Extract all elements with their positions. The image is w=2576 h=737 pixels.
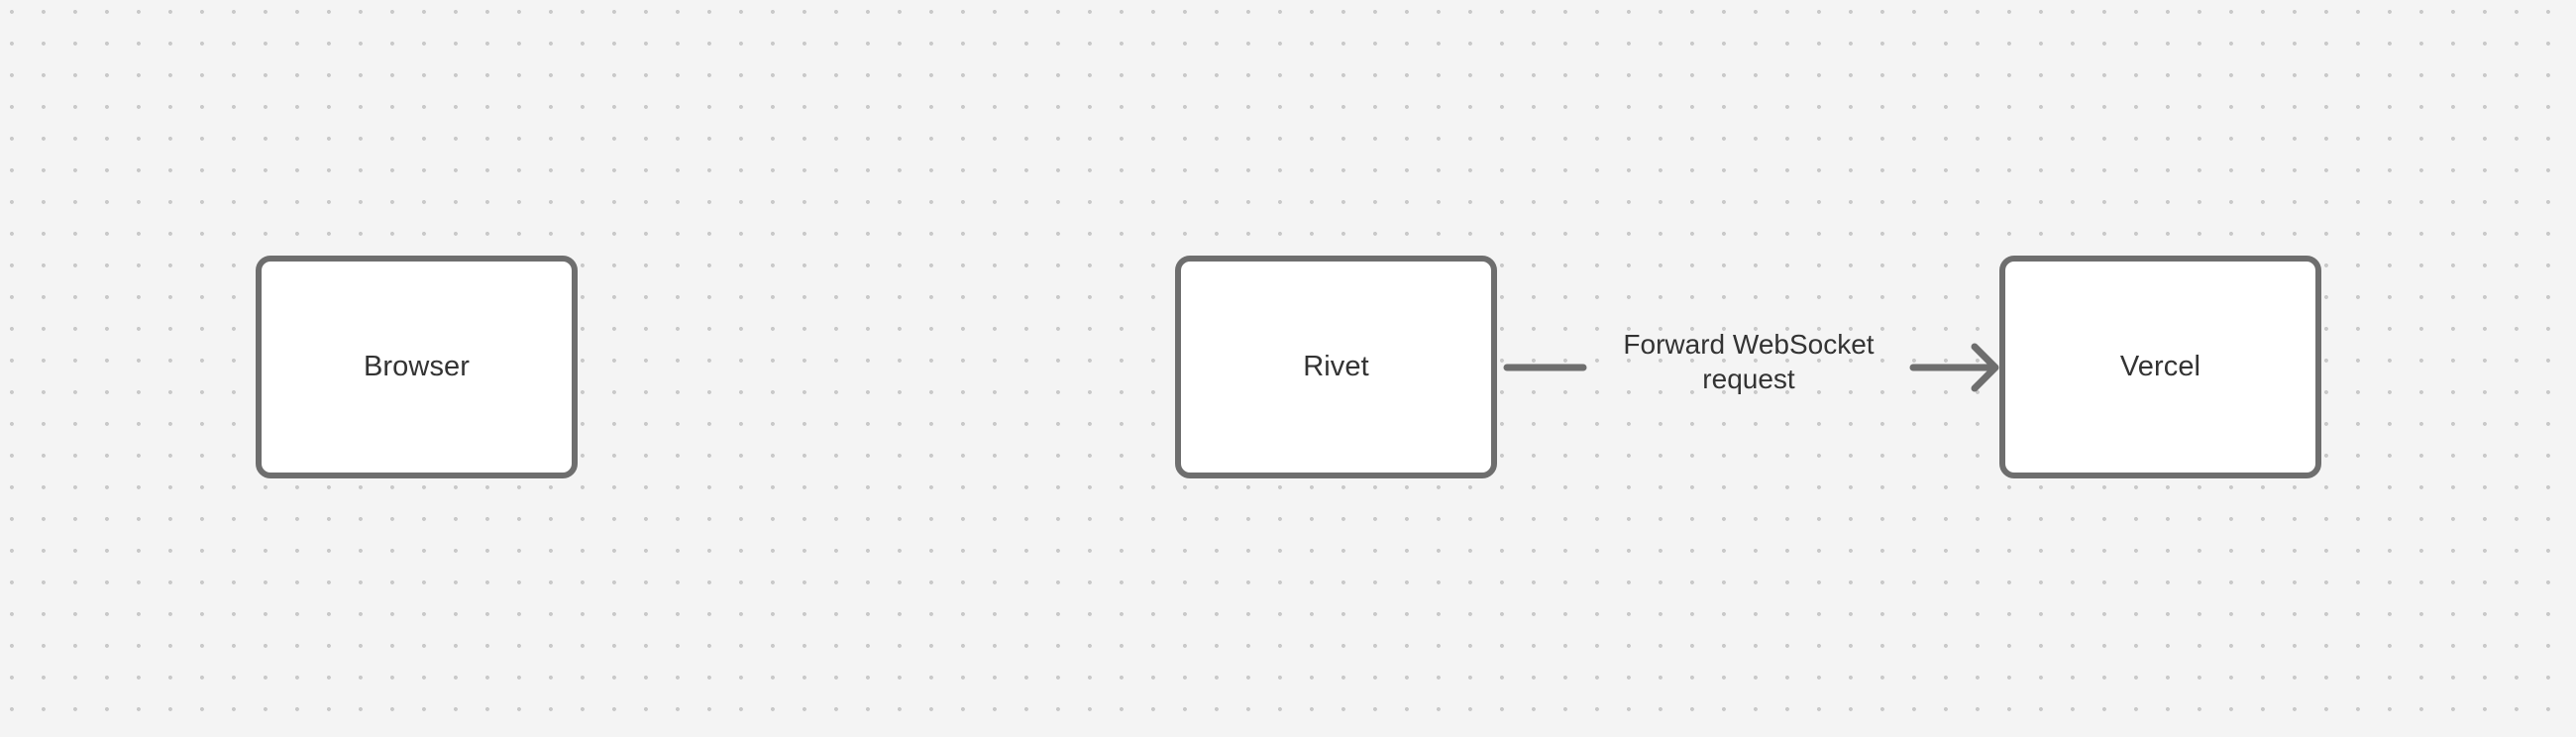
node-browser[interactable]: Browser	[256, 256, 578, 478]
edge-label-line-1: Forward WebSocket	[1623, 329, 1875, 360]
node-label-vercel: Vercel	[2119, 351, 2201, 383]
node-vercel[interactable]: Vercel	[1999, 256, 2321, 478]
edge-label-line-2: request	[1702, 364, 1795, 394]
node-label-rivet: Rivet	[1303, 351, 1369, 383]
node-rivet[interactable]: Rivet	[1175, 256, 1497, 478]
node-label-browser: Browser	[363, 351, 471, 383]
edge-label-rivet-to-vercel: Forward WebSocket request	[1583, 327, 1914, 396]
arrow-right-icon	[1971, 343, 1999, 392]
